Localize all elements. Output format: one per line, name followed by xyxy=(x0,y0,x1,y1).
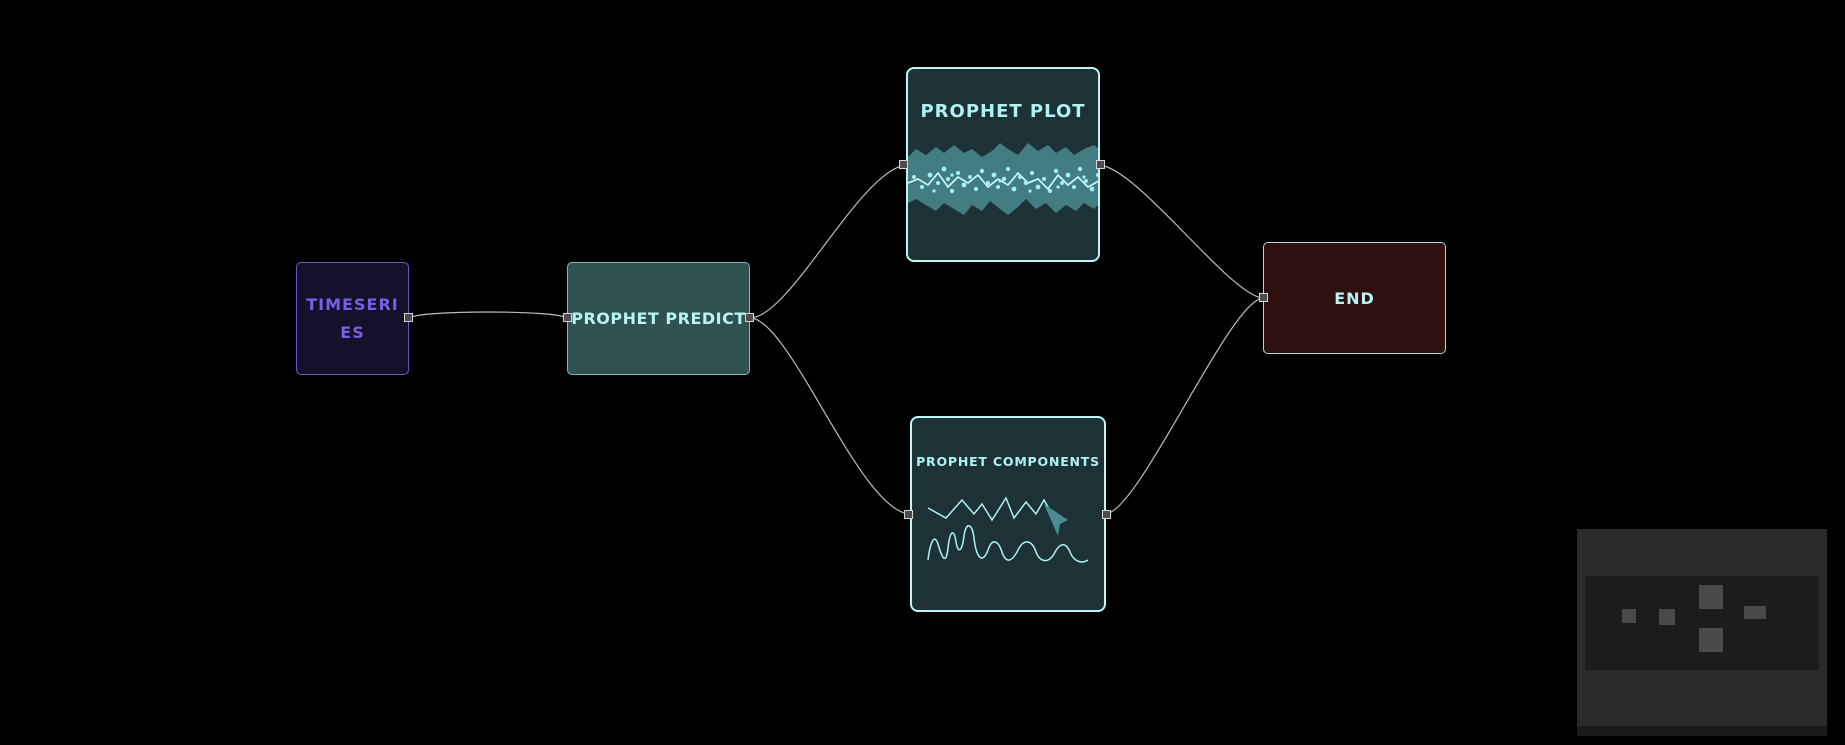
node-prophet-components[interactable]: PROPHET COMPONENTS xyxy=(910,416,1106,612)
port-components-out[interactable] xyxy=(1102,510,1111,519)
edge-plot-to-end xyxy=(1099,164,1264,299)
node-label-prophet-components: PROPHET COMPONENTS xyxy=(916,454,1100,469)
port-predict-in[interactable] xyxy=(563,313,572,322)
minimap[interactable] xyxy=(1577,529,1827,736)
node-label-end: END xyxy=(1334,288,1375,308)
component-lines-chart-icon xyxy=(927,496,1089,563)
node-label-prophet-plot: PROPHET PLOT xyxy=(920,101,1086,122)
port-plot-out[interactable] xyxy=(1096,160,1105,169)
minimap-node-timeseries xyxy=(1622,609,1636,623)
port-predict-out[interactable] xyxy=(745,313,754,322)
node-prophet-predict[interactable]: PROPHET PREDICT xyxy=(567,262,750,375)
edge-timeseries-to-predict xyxy=(408,311,568,319)
edge-components-to-end xyxy=(1105,297,1264,515)
minimap-node-prophet-plot xyxy=(1699,585,1723,609)
minimap-node-prophet-components xyxy=(1699,628,1723,652)
port-components-in[interactable] xyxy=(904,510,913,519)
port-end-in[interactable] xyxy=(1259,293,1268,302)
node-label-prophet-predict: PROPHET PREDICT xyxy=(571,309,746,328)
minimap-node-end xyxy=(1744,606,1766,619)
node-label-timeseries: TIMESERIES xyxy=(306,294,399,342)
edge-predict-to-components xyxy=(749,317,911,515)
node-prophet-plot[interactable]: PROPHET PLOT xyxy=(906,67,1100,262)
port-timeseries-out[interactable] xyxy=(404,313,413,322)
node-end[interactable]: END xyxy=(1263,242,1446,354)
minimap-node-prophet-predict xyxy=(1659,609,1675,625)
node-timeseries[interactable]: TIMESERIES xyxy=(296,262,409,375)
edge-predict-to-plot xyxy=(749,164,907,319)
forecast-band-chart-icon xyxy=(908,143,1098,215)
port-plot-in[interactable] xyxy=(899,160,908,169)
